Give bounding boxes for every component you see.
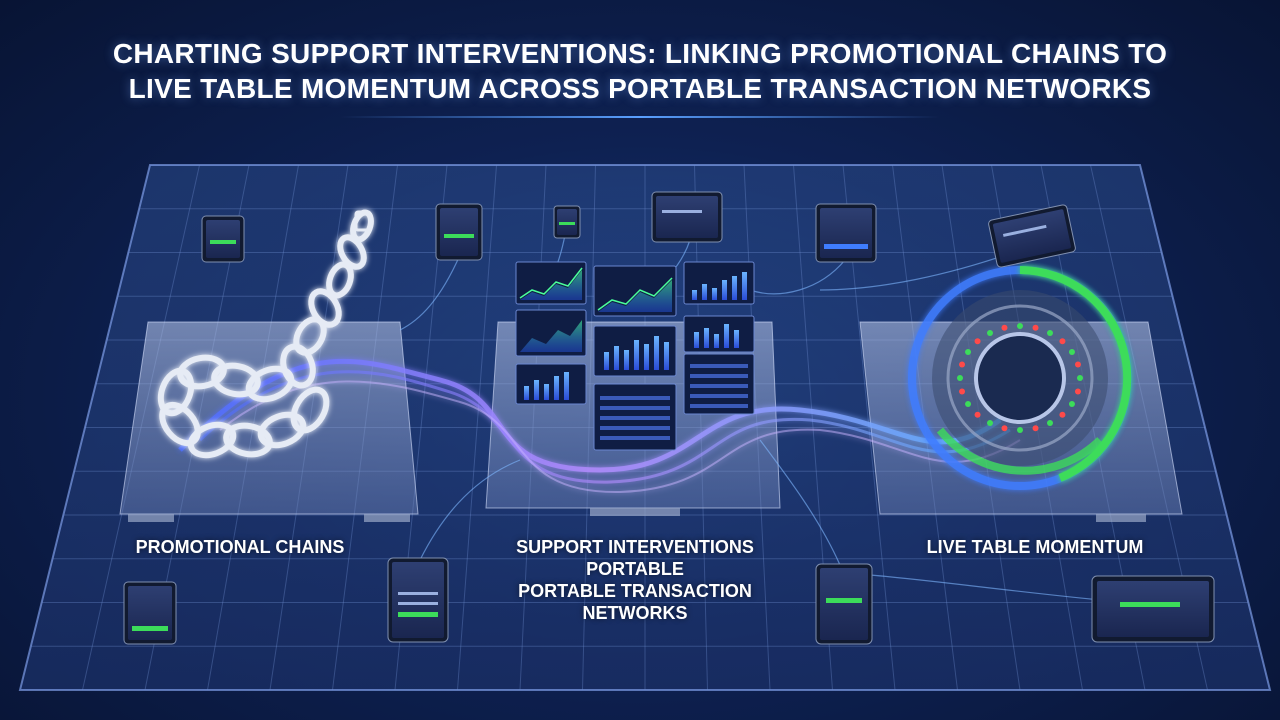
label-support-line-1: SUPPORT INTERVENTIONS [516,537,754,557]
page-title: CHARTING SUPPORT INTERVENTIONS: LINKING … [0,36,1280,106]
dashboard-panels [515,261,755,451]
label-support-interventions: SUPPORT INTERVENTIONS PORTABLE PORTABLE … [470,536,800,624]
title-underline [340,116,940,118]
bar-chart-icon [683,315,755,353]
tablet-icon [651,191,723,243]
smartphone-icon [201,215,245,263]
label-promotional-chains: PROMOTIONAL CHAINS [135,537,345,557]
tablet-icon [1091,575,1215,643]
bar-chart-icon [683,261,755,305]
line-chart-icon [593,265,677,317]
data-flow-stream [178,358,1021,494]
smartphone-icon [815,563,873,645]
label-support-line-3: PORTABLE TRANSACTION [518,581,752,601]
smartphone-icon [387,557,449,643]
list-panel-icon [683,353,755,415]
page-title-line-1: CHARTING SUPPORT INTERVENTIONS: LINKING … [112,38,1168,69]
smartphone-icon [553,205,581,239]
list-panel-icon [593,383,677,451]
smartphone-icon [123,581,177,645]
bar-chart-icon [515,363,587,405]
roulette-table-icon [908,266,1132,490]
promotional-chain-icon [157,209,374,459]
tablet-icon [815,203,877,263]
label-support-line-4: NETWORKS [582,603,688,623]
label-live-table-momentum: LIVE TABLE MOMENTUM [926,537,1144,557]
page-title-line-2: LIVE TABLE MOMENTUM ACROSS PORTABLE TRAN… [128,73,1152,104]
label-support-line-2: PORTABLE [586,559,684,579]
roulette-lights [957,323,1083,433]
line-chart-icon [515,261,587,305]
bar-chart-icon [593,325,677,377]
smartphone-icon [435,203,483,261]
line-chart-icon [515,309,587,357]
tablet-icon [988,204,1076,268]
